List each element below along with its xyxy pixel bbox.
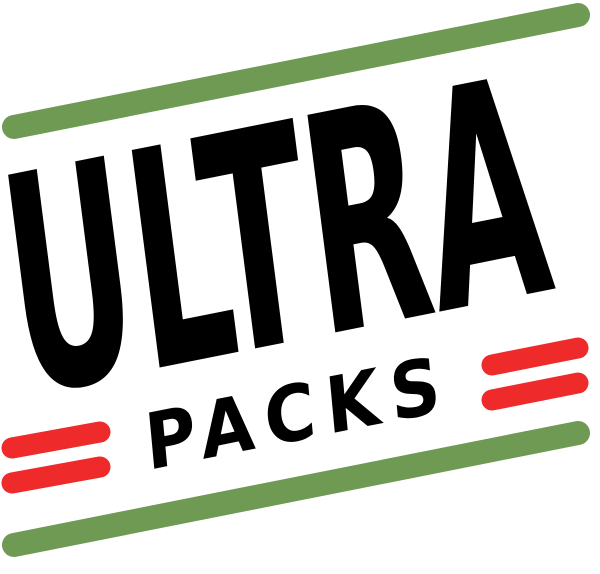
left-red-bar-top xyxy=(1,421,111,459)
left-red-bar-bottom xyxy=(1,456,111,494)
right-red-bar-top xyxy=(481,337,589,376)
right-red-bar-bottom xyxy=(481,372,589,411)
top-green-bar xyxy=(2,3,590,139)
bottom-green-bar xyxy=(2,421,590,557)
